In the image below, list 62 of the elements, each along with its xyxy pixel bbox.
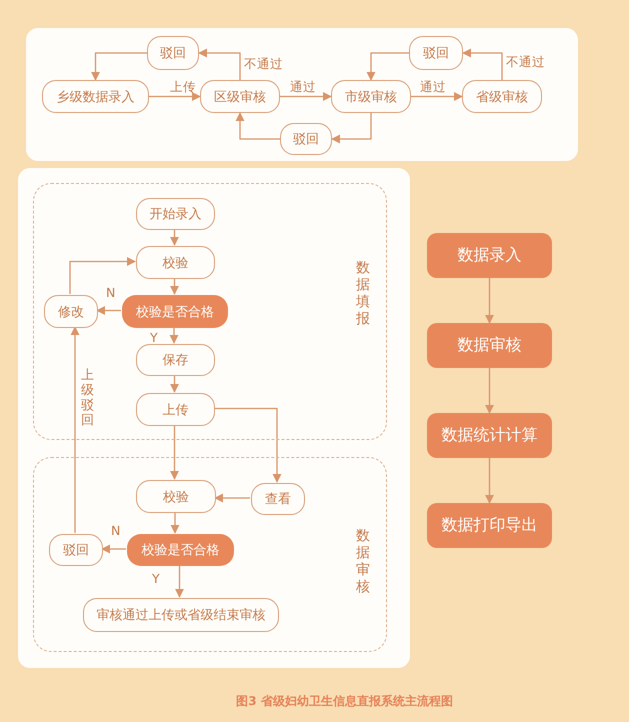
stage-box: 数据审核 [427,323,552,368]
process-box: 区级审核 [200,80,280,113]
arrow [485,278,494,324]
arrow [170,278,179,295]
arrow [331,113,372,144]
stage-box: 数据录入 [427,233,552,278]
decision-box: 校验是否合格 [122,295,228,328]
process-box: 审核通过上传或省级结束审核 [83,598,279,632]
group-label: 数据填报 [356,260,371,328]
edge-label: N [106,286,116,300]
decision-box: 校验是否合格 [127,534,234,566]
edge-label: 上级驳回 [81,368,95,428]
group-label: 数据审核 [356,528,371,596]
process-box: 修改 [44,295,98,328]
process-box: 乡级数据录入 [42,80,149,113]
process-box: 校验 [136,246,215,279]
arrow [170,425,179,480]
arrow [462,48,503,80]
arrow [485,368,494,414]
stage-box: 数据打印导出 [427,503,552,548]
arrow [170,229,179,246]
stage-box: 数据统计计算 [427,413,552,458]
edge-label: 不通过 [244,57,283,71]
edge-label: N [111,524,120,538]
arrow [70,326,80,533]
arrow [96,306,121,315]
arrow [280,92,332,101]
process-box: 市级审核 [331,80,411,113]
process-box: 校验 [136,480,216,513]
caption: 图3 省级妇幼卫生信息直报系统主流程图 [235,693,454,710]
arrow [101,544,126,554]
dashed-group-box [33,183,387,440]
process-box: 驳回 [147,36,199,70]
arrow [149,92,201,101]
edge-label: 上传 [170,80,196,94]
arrow [91,52,147,81]
edge-label: 通过 [420,80,446,94]
process-box: 驳回 [280,123,332,155]
arrow [170,327,178,344]
process-box: 驳回 [49,534,103,566]
arrow [485,458,494,504]
arrow [214,408,282,483]
arrow [214,494,250,502]
dashed-group-box [33,457,387,652]
process-box: 省级审核 [462,80,542,113]
arrow [69,257,136,294]
arrow [175,565,184,598]
arrow [366,52,409,81]
process-box: 查看 [251,483,305,515]
process-box: 上传 [136,393,215,426]
arrow [411,92,463,101]
process-box: 开始录入 [136,198,215,230]
edge-label: Y [152,572,160,586]
arrow [170,512,180,534]
arrow [198,48,241,80]
edge-label: Y [150,331,158,345]
edge-label: 不通过 [506,55,545,69]
process-box: 保存 [136,344,215,376]
edge-label: 通过 [290,80,316,94]
arrow [170,375,179,393]
process-box: 驳回 [409,36,463,70]
arrow [236,112,280,140]
